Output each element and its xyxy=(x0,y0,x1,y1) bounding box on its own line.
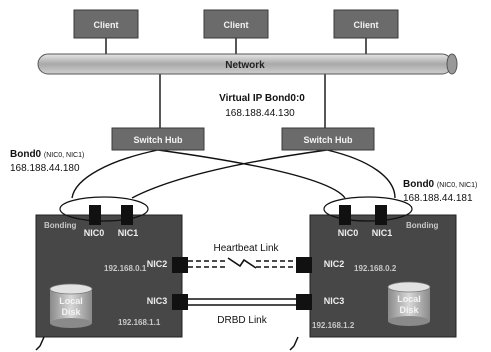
disk-label: Disk xyxy=(399,305,419,315)
network-label: Network xyxy=(225,60,265,71)
bond-name: Bond0 xyxy=(10,149,42,160)
nic-label: NIC2 xyxy=(324,259,345,269)
bond-nics: (NIC0, NIC1) xyxy=(44,152,84,159)
bond-nics: (NIC0, NIC1) xyxy=(437,182,477,189)
client-box-1: Client xyxy=(74,10,138,38)
client-box-2: Client xyxy=(204,10,268,38)
nic-label: NIC3 xyxy=(324,296,345,306)
svg-text:Bond0 (NIC0, NIC1): Bond0 (NIC0, NIC1) xyxy=(403,179,477,190)
virtual-ip-address: 168.188.44.130 xyxy=(225,108,295,119)
server-tag: Bonding xyxy=(44,221,77,230)
local-disk-icon: Local Disk xyxy=(50,284,92,328)
power-plug-icon xyxy=(36,337,44,350)
nic-label: NIC0 xyxy=(84,228,105,238)
nic-label: NIC3 xyxy=(147,296,168,306)
server-tag: Bonding xyxy=(406,221,439,230)
heartbeat-ip: 192.168.0.1 xyxy=(104,264,147,273)
bond-address: 168.188.44.181 xyxy=(403,193,473,204)
nic1-port xyxy=(375,205,387,225)
nic-label: NIC1 xyxy=(372,228,393,238)
nic3-port xyxy=(296,294,312,310)
left-server: Bonding NIC0 NIC1 NIC2 NIC3 192.168.0.1 … xyxy=(36,197,188,350)
drbd-link: DRBD Link xyxy=(188,299,296,326)
nic1-port xyxy=(121,205,133,225)
client-label: Client xyxy=(223,20,248,30)
bond-address: 168.188.44.180 xyxy=(10,163,80,174)
client-label: Client xyxy=(353,20,378,30)
virtual-ip-title: Virtual IP Bond0:0 xyxy=(219,93,305,104)
left-bond-label: Bond0 (NIC0, NIC1) 168.188.44.180 xyxy=(10,149,84,174)
switch-hub-left: Switch Hub xyxy=(112,128,204,150)
drbd-ip: 192.168.1.1 xyxy=(118,318,161,327)
nic2-port xyxy=(172,257,188,273)
nic-label: NIC0 xyxy=(338,228,359,238)
drbd-link-label: DRBD Link xyxy=(217,315,267,326)
nic0-port xyxy=(339,205,351,225)
switch-to-bond-crossing-links xyxy=(72,150,395,198)
nic2-port xyxy=(296,257,312,273)
nic-label: NIC2 xyxy=(147,259,168,269)
nic-label: NIC1 xyxy=(118,228,139,238)
heartbeat-link-label: Heartbeat Link xyxy=(213,243,279,254)
heartbeat-link: Heartbeat Link xyxy=(188,243,296,268)
right-server: Bonding NIC0 NIC1 NIC2 NIC3 192.168.0.2 … xyxy=(290,197,456,350)
bond-name: Bond0 xyxy=(403,179,435,190)
nic3-port xyxy=(172,294,188,310)
drbd-ip: 192.168.1.2 xyxy=(312,321,355,330)
disk-label: Local xyxy=(59,296,83,306)
disk-label: Disk xyxy=(61,307,81,317)
client-label: Client xyxy=(93,20,118,30)
svg-text:Bond0 (NIC0, NIC1): Bond0 (NIC0, NIC1) xyxy=(10,149,84,160)
nic0-port xyxy=(89,205,101,225)
local-disk-icon: Local Disk xyxy=(388,282,430,326)
switch-hub-label: Switch Hub xyxy=(304,135,354,145)
switch-hub-label: Switch Hub xyxy=(134,135,184,145)
network-bar: Network xyxy=(38,54,457,74)
power-plug-icon xyxy=(290,337,298,350)
switch-hub-right: Switch Hub xyxy=(282,128,374,150)
right-bond-label: Bond0 (NIC0, NIC1) 168.188.44.181 xyxy=(403,179,477,204)
lightning-icon xyxy=(228,258,256,268)
client-box-3: Client xyxy=(334,10,398,38)
heartbeat-ip: 192.168.0.2 xyxy=(354,264,397,273)
disk-label: Local xyxy=(397,294,421,304)
